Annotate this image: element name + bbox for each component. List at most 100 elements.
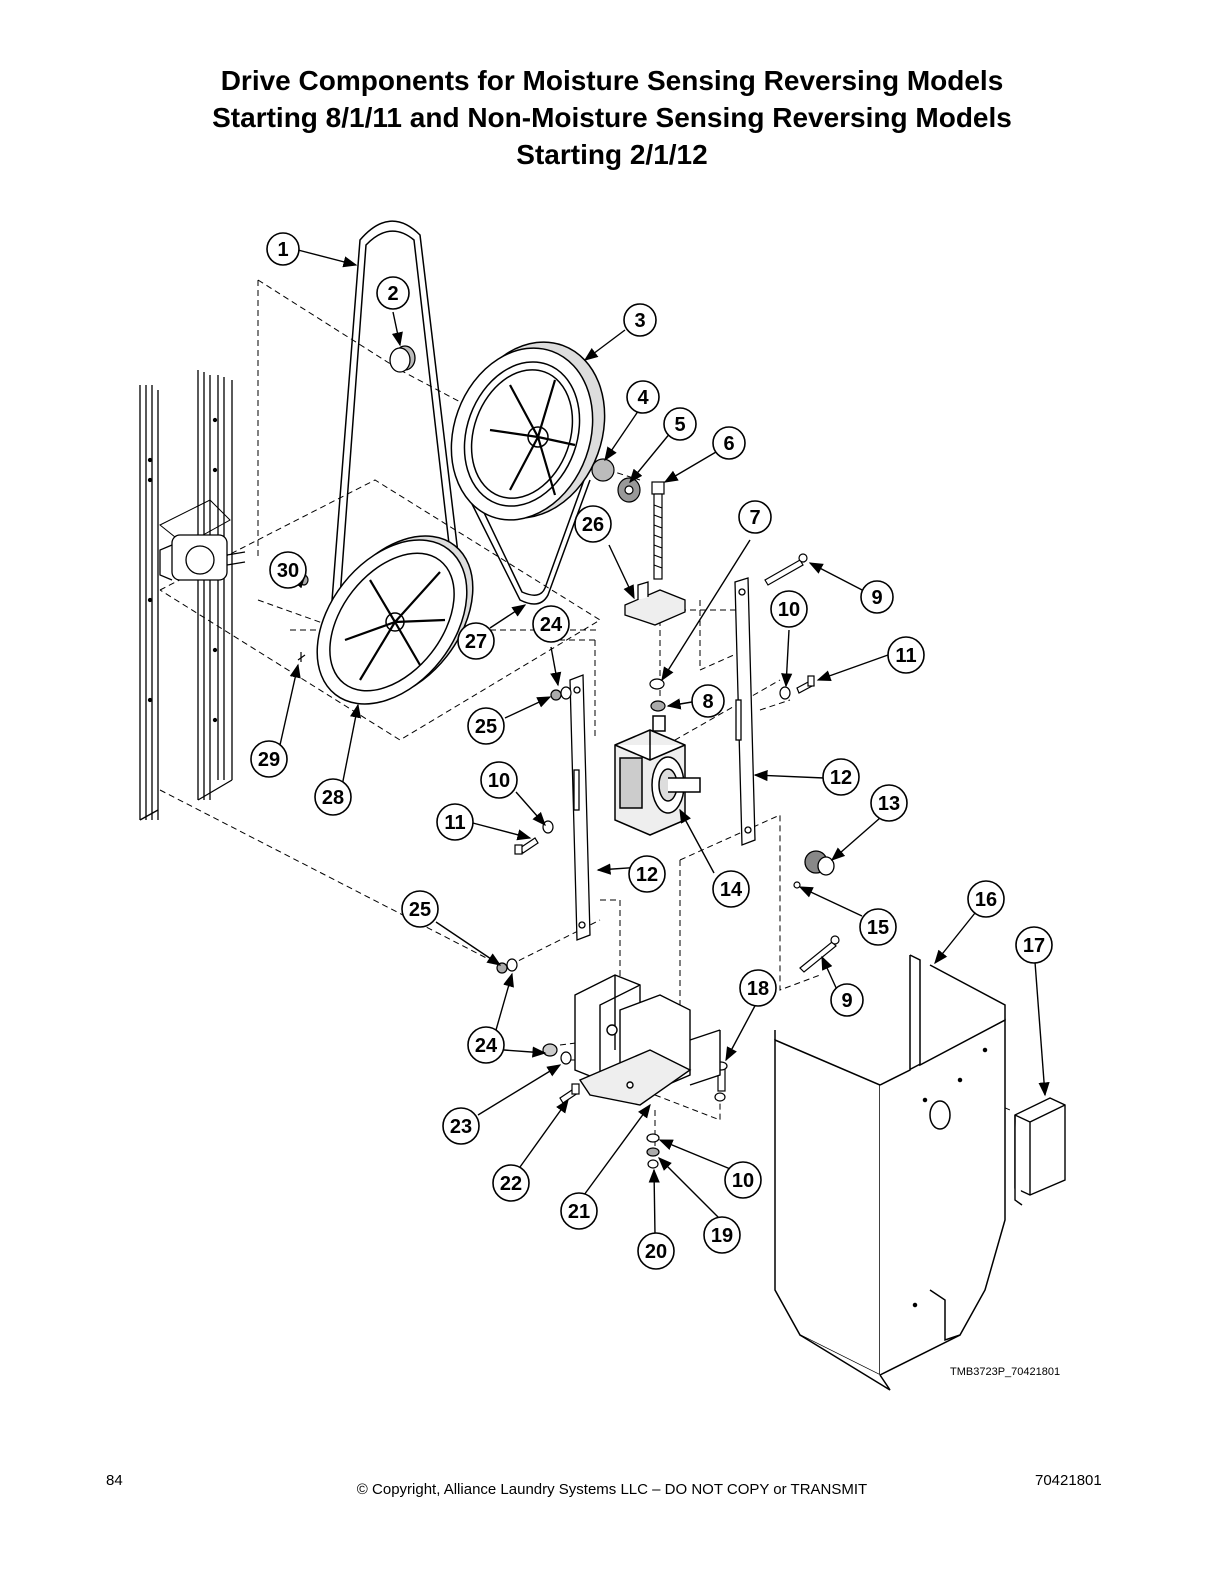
callout-20: 20 — [637, 1232, 675, 1270]
document-number: 70421801 — [1035, 1472, 1102, 1489]
machine-frame-rails — [139, 370, 246, 821]
callout-9-lower: 9 — [830, 983, 864, 1017]
figure-id: TMB3723P_70421801 — [950, 1366, 1061, 1378]
svg-text:27: 27 — [465, 631, 487, 653]
svg-text:9: 9 — [871, 587, 882, 609]
svg-text:13: 13 — [878, 793, 900, 815]
svg-text:15: 15 — [867, 917, 889, 939]
svg-text:6: 6 — [723, 433, 734, 455]
callout-19: 19 — [703, 1216, 741, 1254]
callout-27: 27 — [457, 622, 495, 660]
svg-text:14: 14 — [720, 879, 743, 901]
callout-15: 15 — [859, 908, 897, 946]
svg-text:9: 9 — [841, 990, 852, 1012]
svg-text:7: 7 — [749, 507, 760, 529]
small-fasteners — [297, 574, 815, 1169]
svg-text:11: 11 — [444, 812, 465, 834]
callout-6: 6 — [712, 426, 746, 460]
svg-text:24: 24 — [475, 1035, 498, 1057]
callout-29: 29 — [250, 740, 288, 778]
svg-text:21: 21 — [568, 1201, 590, 1223]
callout-10-middle: 10 — [480, 761, 518, 799]
callout-25-lower: 25 — [401, 890, 439, 928]
callout-10-lower: 10 — [724, 1161, 762, 1199]
callout-7: 7 — [738, 500, 772, 534]
mounting-strap-left — [569, 674, 591, 941]
drive-sprocket — [804, 850, 835, 876]
svg-text:2: 2 — [387, 283, 398, 305]
svg-text:8: 8 — [702, 691, 713, 713]
gearbox-nut-washer — [649, 678, 666, 712]
callout-3: 3 — [623, 303, 657, 337]
callout-18: 18 — [739, 969, 777, 1007]
large-pulley — [450, 341, 606, 521]
motor-mount-bracket — [574, 974, 721, 1106]
title-line-1: Drive Components for Moisture Sensing Re… — [220, 65, 1004, 96]
adjustment-bolt — [651, 481, 665, 580]
svg-text:12: 12 — [830, 767, 852, 789]
leader-lines — [279, 249, 1050, 1236]
callout-2: 2 — [376, 276, 410, 310]
svg-text:12: 12 — [636, 864, 658, 886]
svg-text:3: 3 — [634, 310, 645, 332]
callout-12-left: 12 — [628, 855, 666, 893]
svg-text:22: 22 — [500, 1173, 522, 1195]
callout-21: 21 — [560, 1192, 598, 1230]
title-line-3: Starting 2/1/12 — [516, 139, 708, 170]
svg-text:20: 20 — [645, 1241, 667, 1263]
callout-1: 1 — [266, 232, 300, 266]
callout-13: 13 — [870, 784, 908, 822]
svg-text:23: 23 — [450, 1116, 472, 1138]
callout-14: 14 — [712, 870, 750, 908]
callout-26: 26 — [574, 505, 612, 543]
svg-text:5: 5 — [674, 414, 685, 436]
mounting-strap-right — [734, 577, 756, 846]
drive-belt — [326, 220, 591, 666]
callout-25-upper: 25 — [467, 707, 505, 745]
long-bolt-upper — [764, 553, 808, 586]
svg-text:29: 29 — [258, 749, 280, 771]
callout-8: 8 — [691, 684, 725, 718]
svg-text:19: 19 — [711, 1225, 733, 1247]
title-line-2: Starting 8/1/11 and Non-Moisture Sensing… — [212, 102, 1012, 133]
callout-9-upper: 9 — [860, 580, 894, 614]
callout-24-lower: 24 — [467, 1026, 505, 1064]
svg-text:18: 18 — [747, 978, 769, 1000]
callout-28: 28 — [314, 778, 352, 816]
long-bolt-lower — [799, 935, 840, 973]
gearbox — [614, 715, 701, 836]
callouts: 1 2 3 4 5 6 7 8 9 9 10 10 10 11 11 12 12… — [250, 232, 1053, 1270]
callout-10-upper: 10 — [770, 590, 808, 628]
svg-text:10: 10 — [732, 1170, 754, 1192]
svg-text:28: 28 — [322, 787, 344, 809]
callout-16: 16 — [967, 880, 1005, 918]
tension-bracket — [624, 581, 686, 626]
callout-30: 30 — [269, 551, 307, 589]
callout-5: 5 — [663, 407, 697, 441]
svg-text:30: 30 — [277, 560, 299, 582]
small-pulley — [316, 535, 474, 705]
callout-23: 23 — [442, 1107, 480, 1145]
svg-text:17: 17 — [1023, 935, 1045, 957]
belt-guard — [774, 954, 1006, 1391]
svg-text:4: 4 — [637, 387, 649, 409]
callout-17: 17 — [1015, 926, 1053, 964]
svg-text:24: 24 — [540, 614, 563, 636]
svg-text:25: 25 — [409, 899, 431, 921]
callout-12-right: 12 — [822, 758, 860, 796]
pulley-nut-washer — [591, 458, 641, 503]
page-title: Drive Components for Moisture Sensing Re… — [0, 62, 1224, 173]
svg-text:10: 10 — [778, 599, 800, 621]
callout-11-upper: 11 — [887, 636, 925, 674]
control-box — [1014, 1097, 1066, 1206]
callout-22: 22 — [492, 1164, 530, 1202]
svg-text:10: 10 — [488, 770, 510, 792]
callout-11-lower: 11 — [436, 803, 474, 841]
page-number: 84 — [106, 1472, 123, 1489]
idler-spacer — [389, 345, 416, 373]
svg-text:1: 1 — [277, 239, 288, 261]
svg-text:16: 16 — [975, 889, 997, 911]
svg-text:26: 26 — [582, 514, 604, 536]
svg-text:11: 11 — [895, 645, 916, 667]
